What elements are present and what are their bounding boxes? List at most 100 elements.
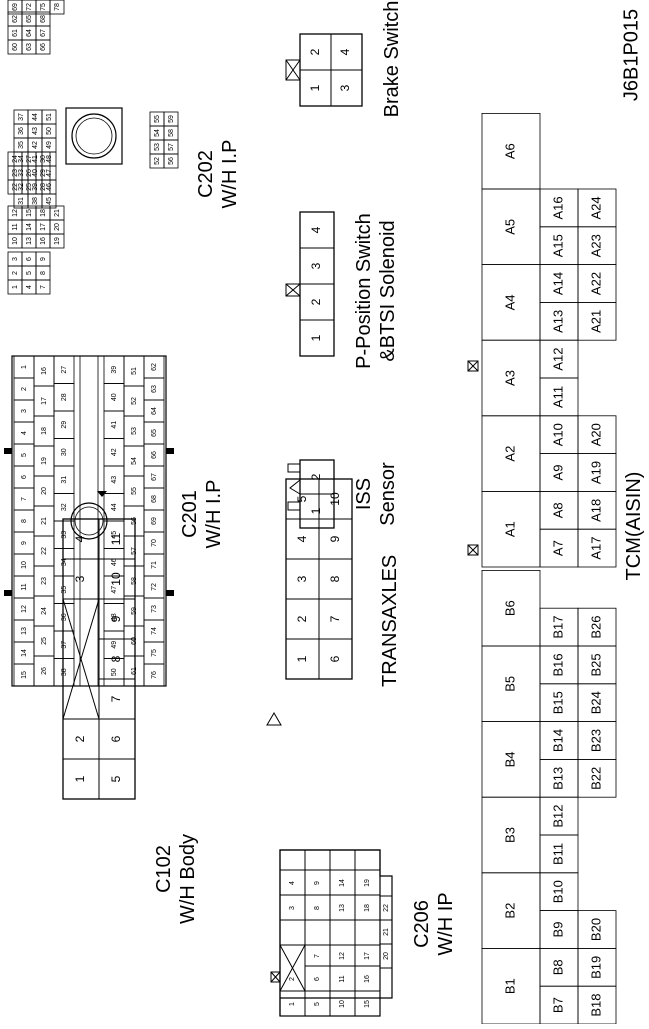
c202-pin: 35: [18, 141, 25, 149]
c202-pin: 12: [12, 209, 19, 217]
c202-pin: 8: [40, 271, 47, 275]
c102-desc: W/H Body: [177, 834, 199, 924]
c202-pin: 65: [26, 15, 33, 23]
c202-pin: 30: [40, 155, 47, 163]
c201-pin: 58: [131, 577, 138, 585]
c201-pin: 28: [61, 393, 68, 401]
c202-pin: 55: [154, 115, 161, 123]
transaxle-pin: 3: [295, 575, 309, 582]
c206-pin: 11: [339, 975, 346, 982]
c202-desc: W/H I.P: [219, 140, 241, 209]
tcm-b-pin: B16: [550, 653, 565, 676]
tcm-a-pin: A12: [550, 348, 565, 371]
tcm-a-pin: A16: [550, 196, 565, 219]
tcm-a-pin: A5: [502, 219, 517, 235]
c202-pin: 47: [46, 169, 53, 177]
tcm-b-pin: B7: [550, 997, 565, 1013]
c202-pin: 38: [32, 197, 39, 205]
c201-pin: 36: [61, 613, 68, 621]
c201-pin: 76: [151, 671, 158, 679]
tcm-a-pin: A11: [550, 386, 565, 408]
c202-pin: 9: [40, 257, 47, 261]
tcm-b-pin: B19: [588, 956, 603, 979]
c206-pin: 5: [314, 1002, 321, 1006]
c201-pin: 29: [61, 421, 68, 429]
c202-pin: 53: [154, 143, 161, 151]
c201-pin: 46: [111, 558, 118, 566]
tcm-b-pin: B18: [588, 994, 603, 1017]
c201-pin: 43: [111, 476, 118, 484]
c201-pin: 56: [131, 517, 138, 525]
tcm-b-pin: B20: [588, 918, 603, 941]
c201-pin: 8: [21, 519, 28, 523]
tcm-a-pin: A6: [502, 143, 517, 159]
ppos-label-2: &BTSI Solenoid: [377, 220, 399, 361]
transaxle-pin: 9: [328, 535, 342, 542]
tcm-a-pin: A15: [550, 234, 565, 257]
c201-pin: 48: [111, 613, 118, 621]
c201-pin: 45: [111, 531, 118, 539]
c201-pin: 21: [41, 517, 48, 525]
tcm-b-pin: B1: [502, 978, 517, 994]
transaxle-pin: 2: [295, 615, 309, 622]
c202-pin: 64: [26, 29, 33, 37]
c202-pin: 78: [54, 3, 61, 11]
c202-pin: 60: [12, 43, 19, 51]
c202-pin: 23: [12, 169, 19, 177]
ppos-label: P-Position Switch: [353, 213, 375, 369]
c202-pin: 28: [40, 183, 47, 191]
c102-pin: 5: [109, 775, 123, 782]
tcm-b-pin: B22: [588, 767, 603, 790]
c202-pin: 2: [12, 271, 19, 275]
c202-pin: 66: [40, 43, 47, 51]
c202-name: C202: [195, 150, 217, 198]
c201-pin: 44: [111, 503, 118, 511]
tcm-b-pin: B23: [588, 729, 603, 752]
c202-pin: 42: [32, 141, 39, 149]
c201-pin: 9: [21, 541, 28, 545]
tcm-a-pin: A22: [588, 272, 603, 295]
c201-pin: 33: [61, 531, 68, 539]
c202-pin: 22: [12, 183, 19, 191]
c202-pin: 41: [32, 155, 39, 163]
c202-pin: 36: [18, 127, 25, 135]
c201-pin: 3: [21, 409, 28, 413]
c201-pin: 10: [21, 561, 28, 569]
c206-pin: 20: [383, 952, 390, 960]
transaxle-pin: 5: [295, 495, 309, 502]
c201-pin: 47: [111, 586, 118, 594]
c201-pin: 2: [21, 387, 28, 391]
c201-pin: 14: [21, 649, 28, 657]
c202-pin: 39: [32, 183, 39, 191]
c201-pin: 22: [41, 547, 48, 555]
iss-pin: 1: [309, 507, 323, 514]
tcm-a-pin: A14: [550, 272, 565, 295]
c206-pin: 17: [364, 952, 371, 960]
c102-pin: 6: [109, 735, 123, 742]
c202-pin: 56: [168, 157, 175, 165]
c202-pin: 40: [32, 169, 39, 177]
c202-pin: 7: [40, 285, 47, 289]
c202-pin: 5: [26, 271, 33, 275]
transaxle-pin: 8: [328, 575, 342, 582]
c201-pin: 71: [151, 561, 158, 569]
c201-pin: 64: [151, 407, 158, 415]
c201-left-pins: 1514131211109876543212625242322212019181…: [13, 355, 75, 687]
c202-pin: 75: [40, 3, 47, 11]
tcm-b-pin: B13: [550, 767, 565, 790]
c201-pin: 61: [131, 667, 138, 675]
tcm-b-pin: B25: [588, 653, 603, 676]
c202-pin: 33: [18, 169, 25, 177]
tcm-b-pin: B6: [502, 600, 517, 616]
tcm-a-pin: A2: [502, 446, 517, 462]
brake-pin: 2: [308, 48, 322, 55]
c201-name: C201: [179, 490, 201, 538]
tcm-a-pin: A1: [502, 521, 517, 537]
c102-pin: 2: [73, 735, 87, 742]
c201-pin: 16: [41, 367, 48, 375]
ppos-pin: 2: [309, 298, 323, 305]
c102-pin: 11: [109, 532, 123, 545]
c102-pin: 1: [73, 775, 87, 782]
c201-pin: 37: [61, 641, 68, 649]
